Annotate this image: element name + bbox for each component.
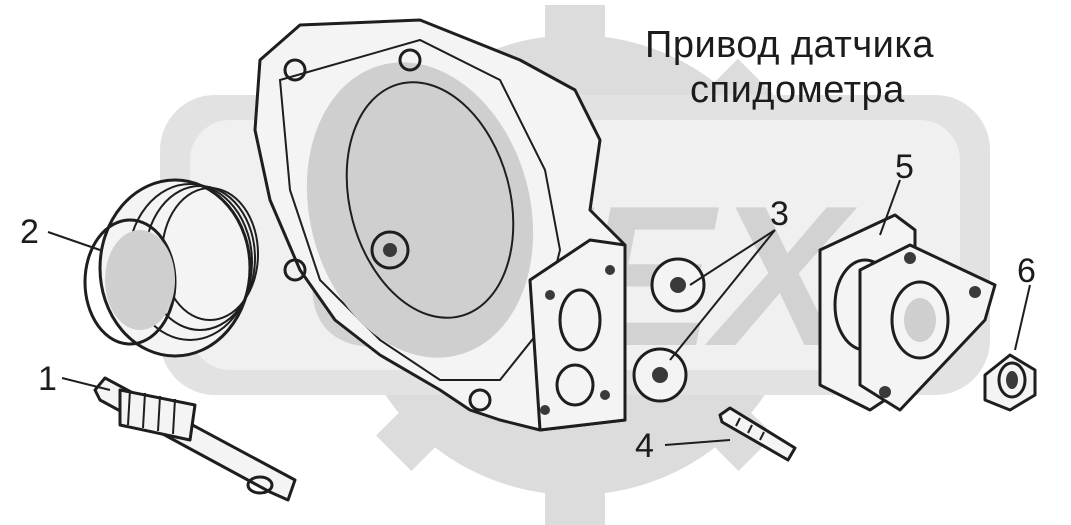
callout-5: 5 (895, 148, 914, 186)
leader-lines (47, 179, 1031, 446)
callout-3: 3 (770, 195, 789, 233)
callout-1: 1 (38, 360, 57, 398)
leader-2 (47, 231, 101, 251)
leader-3a (689, 229, 776, 286)
part-2-seal-ring (83, 178, 259, 358)
title-line-1: Привод датчика (645, 24, 934, 66)
part-6-nut (983, 353, 1037, 412)
part-5-flange (818, 213, 997, 412)
leader-4 (664, 439, 731, 446)
part-1-shaft (93, 376, 297, 502)
leader-1 (61, 377, 111, 391)
callout-4: 4 (635, 427, 654, 465)
callout-2: 2 (20, 213, 39, 251)
callout-6: 6 (1017, 252, 1036, 290)
title-line-2: спидометра (690, 69, 905, 111)
leader-6 (1014, 284, 1031, 351)
leader-5 (879, 179, 901, 236)
housing (253, 18, 627, 432)
part-3-gears (632, 257, 706, 403)
leader-3b (669, 229, 776, 361)
part-4-pin (718, 406, 797, 462)
